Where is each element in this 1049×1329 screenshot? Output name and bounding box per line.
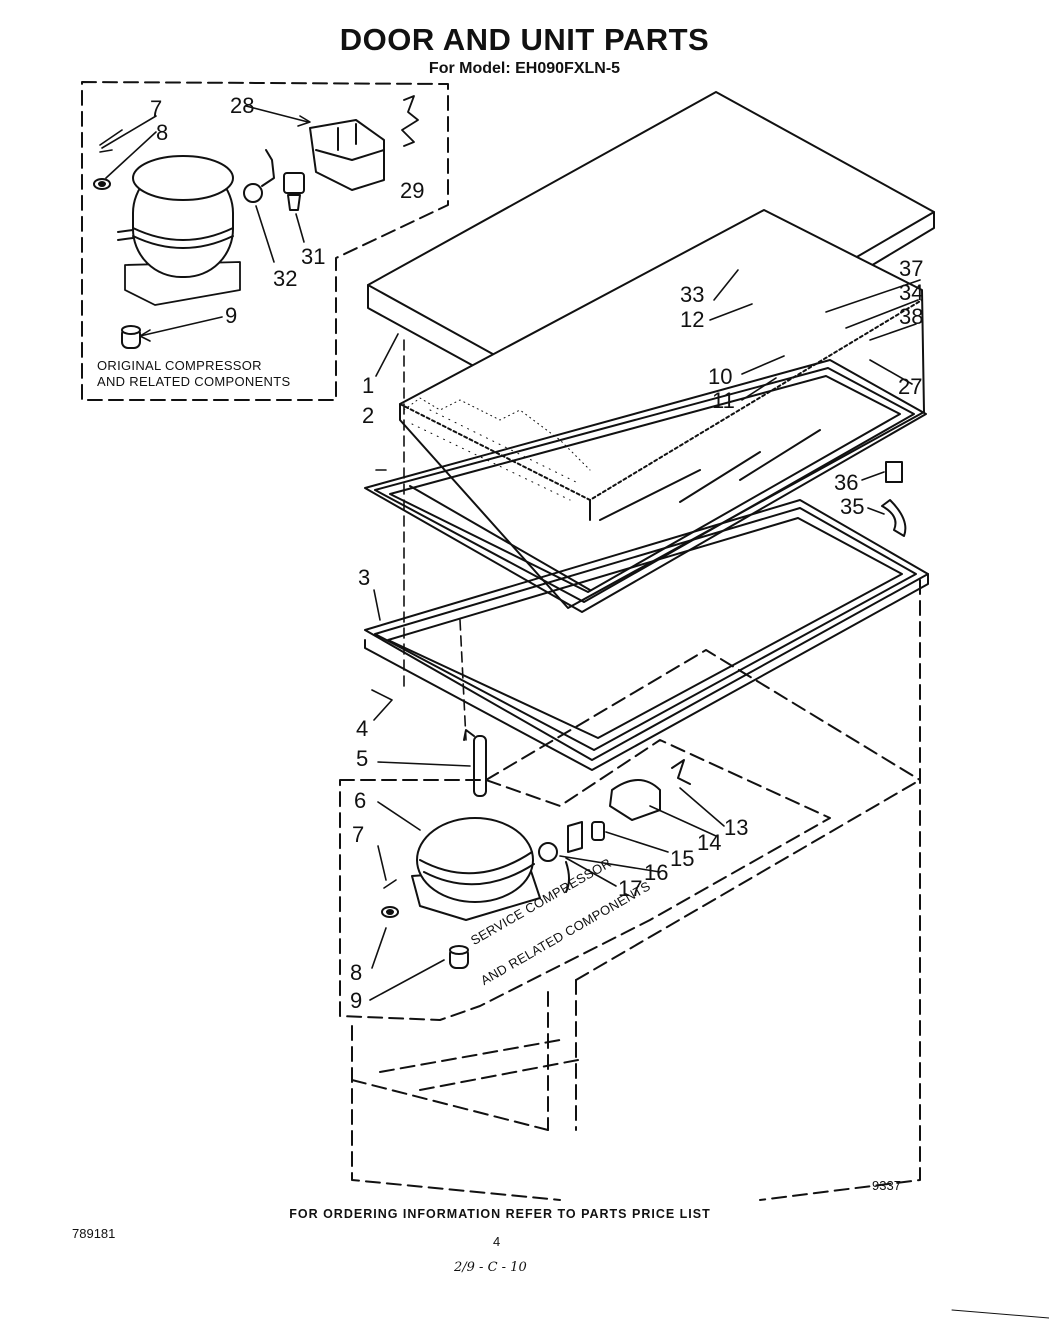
figure-number: 9337: [872, 1178, 901, 1193]
part-label-8-service: 8: [350, 960, 363, 985]
original-components-box: [81, 81, 449, 401]
part-label-27: 27: [898, 374, 923, 399]
part-label-31: 31: [301, 244, 326, 269]
part-label-8: 8: [156, 120, 169, 145]
handwritten-note: 2/9 - C - 10: [454, 1260, 527, 1275]
ordering-footer: FOR ORDERING INFORMATION REFER TO PARTS …: [289, 1207, 711, 1221]
part-label-34: 34: [899, 280, 924, 305]
part-label-2: 2: [362, 403, 375, 428]
document-number: 789181: [72, 1226, 116, 1241]
page-title: DOOR AND UNIT PARTS: [339, 22, 710, 57]
part-label-33: 33: [680, 282, 705, 307]
original-caption-line1: ORIGINAL COMPRESSOR: [97, 358, 262, 373]
part-label-7: 7: [150, 96, 163, 121]
original-caption-line2: AND RELATED COMPONENTS: [97, 374, 291, 389]
service-components-box: [339, 739, 831, 1021]
part-label-14: 14: [697, 830, 722, 855]
part-label-9-service: 9: [350, 988, 363, 1013]
part-label-12: 12: [680, 307, 705, 332]
part-label-28: 28: [230, 93, 255, 118]
part-label-29: 29: [400, 178, 425, 203]
part-label-37: 37: [899, 256, 924, 281]
part-label-17: 17: [618, 876, 643, 901]
cabinet-breaker-strip: [364, 499, 929, 771]
model-subtitle: For Model: EH090FXLN-5: [428, 60, 621, 77]
part-label-10: 10: [708, 364, 733, 389]
part-label-13: 13: [724, 815, 749, 840]
part-label-16: 16: [644, 860, 669, 885]
part-label-3: 3: [358, 565, 371, 590]
leader-lines: [369, 269, 921, 1001]
part-label-38: 38: [899, 304, 924, 329]
cabinet-body: [351, 579, 921, 1201]
door-gasket: [364, 359, 927, 613]
part-label-7-service: 7: [352, 822, 365, 847]
part-label-6: 6: [354, 788, 367, 813]
part-label-5: 5: [356, 746, 369, 771]
original-compressor: [117, 155, 241, 306]
part-label-4: 4: [356, 716, 369, 741]
part-label-36: 36: [834, 470, 859, 495]
page-number: 4: [493, 1234, 501, 1249]
part-label-1: 1: [362, 373, 375, 398]
part-label-11: 11: [712, 388, 735, 413]
part-label-35: 35: [840, 494, 865, 519]
part-label-15: 15: [670, 846, 695, 871]
part-label-9: 9: [225, 303, 238, 328]
part-label-32: 32: [273, 266, 298, 291]
service-compressor: [411, 817, 541, 921]
